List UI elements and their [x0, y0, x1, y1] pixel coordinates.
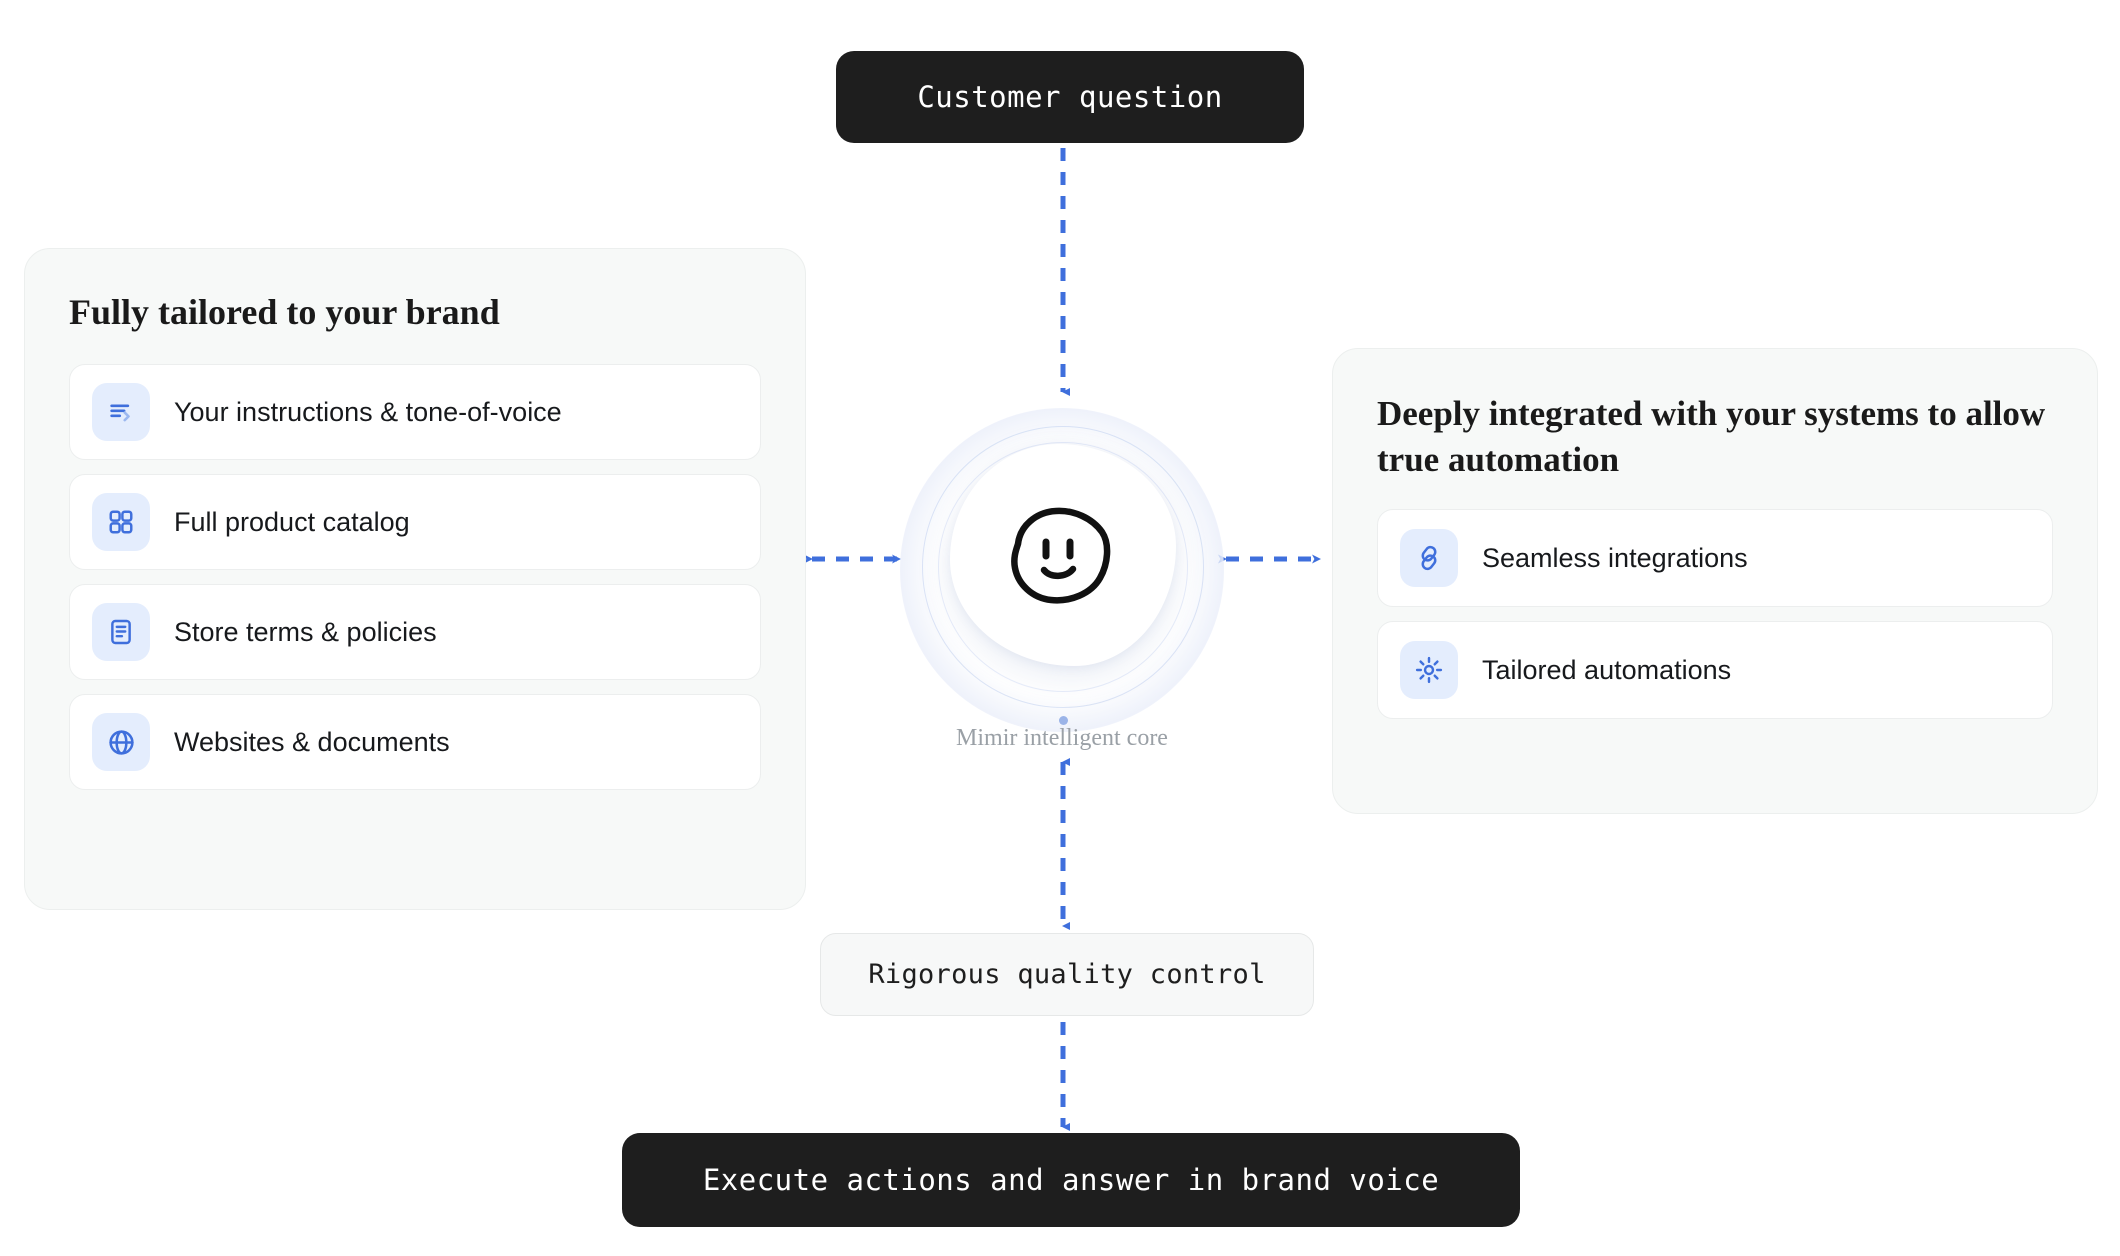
link-chain-icon: [1400, 529, 1458, 588]
feature-item-store-terms[interactable]: Store terms & policies: [69, 584, 761, 681]
feature-label: Seamless integrations: [1482, 542, 1748, 573]
smiley-face-icon: [1011, 507, 1111, 604]
panel-left-feature-list: Your instructions & tone-of-voice Full p…: [69, 364, 761, 791]
feature-label: Full product catalog: [174, 506, 410, 537]
feature-item-seamless-integrations[interactable]: Seamless integrations: [1377, 509, 2053, 608]
feature-item-websites-documents[interactable]: Websites & documents: [69, 694, 761, 791]
core-ring-1: [922, 426, 1204, 708]
core-ring-2: [938, 442, 1188, 692]
feature-item-product-catalog[interactable]: Full product catalog: [69, 474, 761, 571]
quality-control-box: Rigorous quality control: [820, 933, 1314, 1016]
feature-label: Store terms & policies: [174, 616, 437, 647]
feature-label: Your instructions & tone-of-voice: [174, 396, 562, 427]
feature-item-tailored-automations[interactable]: Tailored automations: [1377, 621, 2053, 720]
document-icon: [92, 603, 150, 662]
text-lines-arrow-icon: [92, 383, 150, 442]
execute-answer-box: Execute actions and answer in brand voic…: [622, 1133, 1520, 1227]
grid-squares-icon: [92, 493, 150, 552]
feature-label: Websites & documents: [174, 726, 450, 757]
globe-icon: [92, 713, 150, 772]
panel-right-feature-list: Seamless integrations: [1377, 509, 2053, 720]
core-caption: Mimir intelligent core: [956, 725, 1168, 751]
mimir-core-orb: [892, 400, 1232, 740]
core-anchor-dot: [1059, 716, 1068, 725]
feature-label: Tailored automations: [1482, 654, 1732, 685]
panel-fully-tailored: Fully tailored to your brand Your instru…: [24, 248, 806, 910]
core-blob: [950, 444, 1176, 666]
feature-item-instructions[interactable]: Your instructions & tone-of-voice: [69, 364, 761, 461]
customer-question-box: Customer question: [836, 51, 1304, 143]
panel-deeply-integrated: Deeply integrated with your systems to a…: [1332, 348, 2098, 814]
panel-right-title: Deeply integrated with your systems to a…: [1377, 394, 2046, 480]
panel-left-title: Fully tailored to your brand: [69, 292, 500, 332]
sparkle-sun-icon: [1400, 641, 1458, 700]
